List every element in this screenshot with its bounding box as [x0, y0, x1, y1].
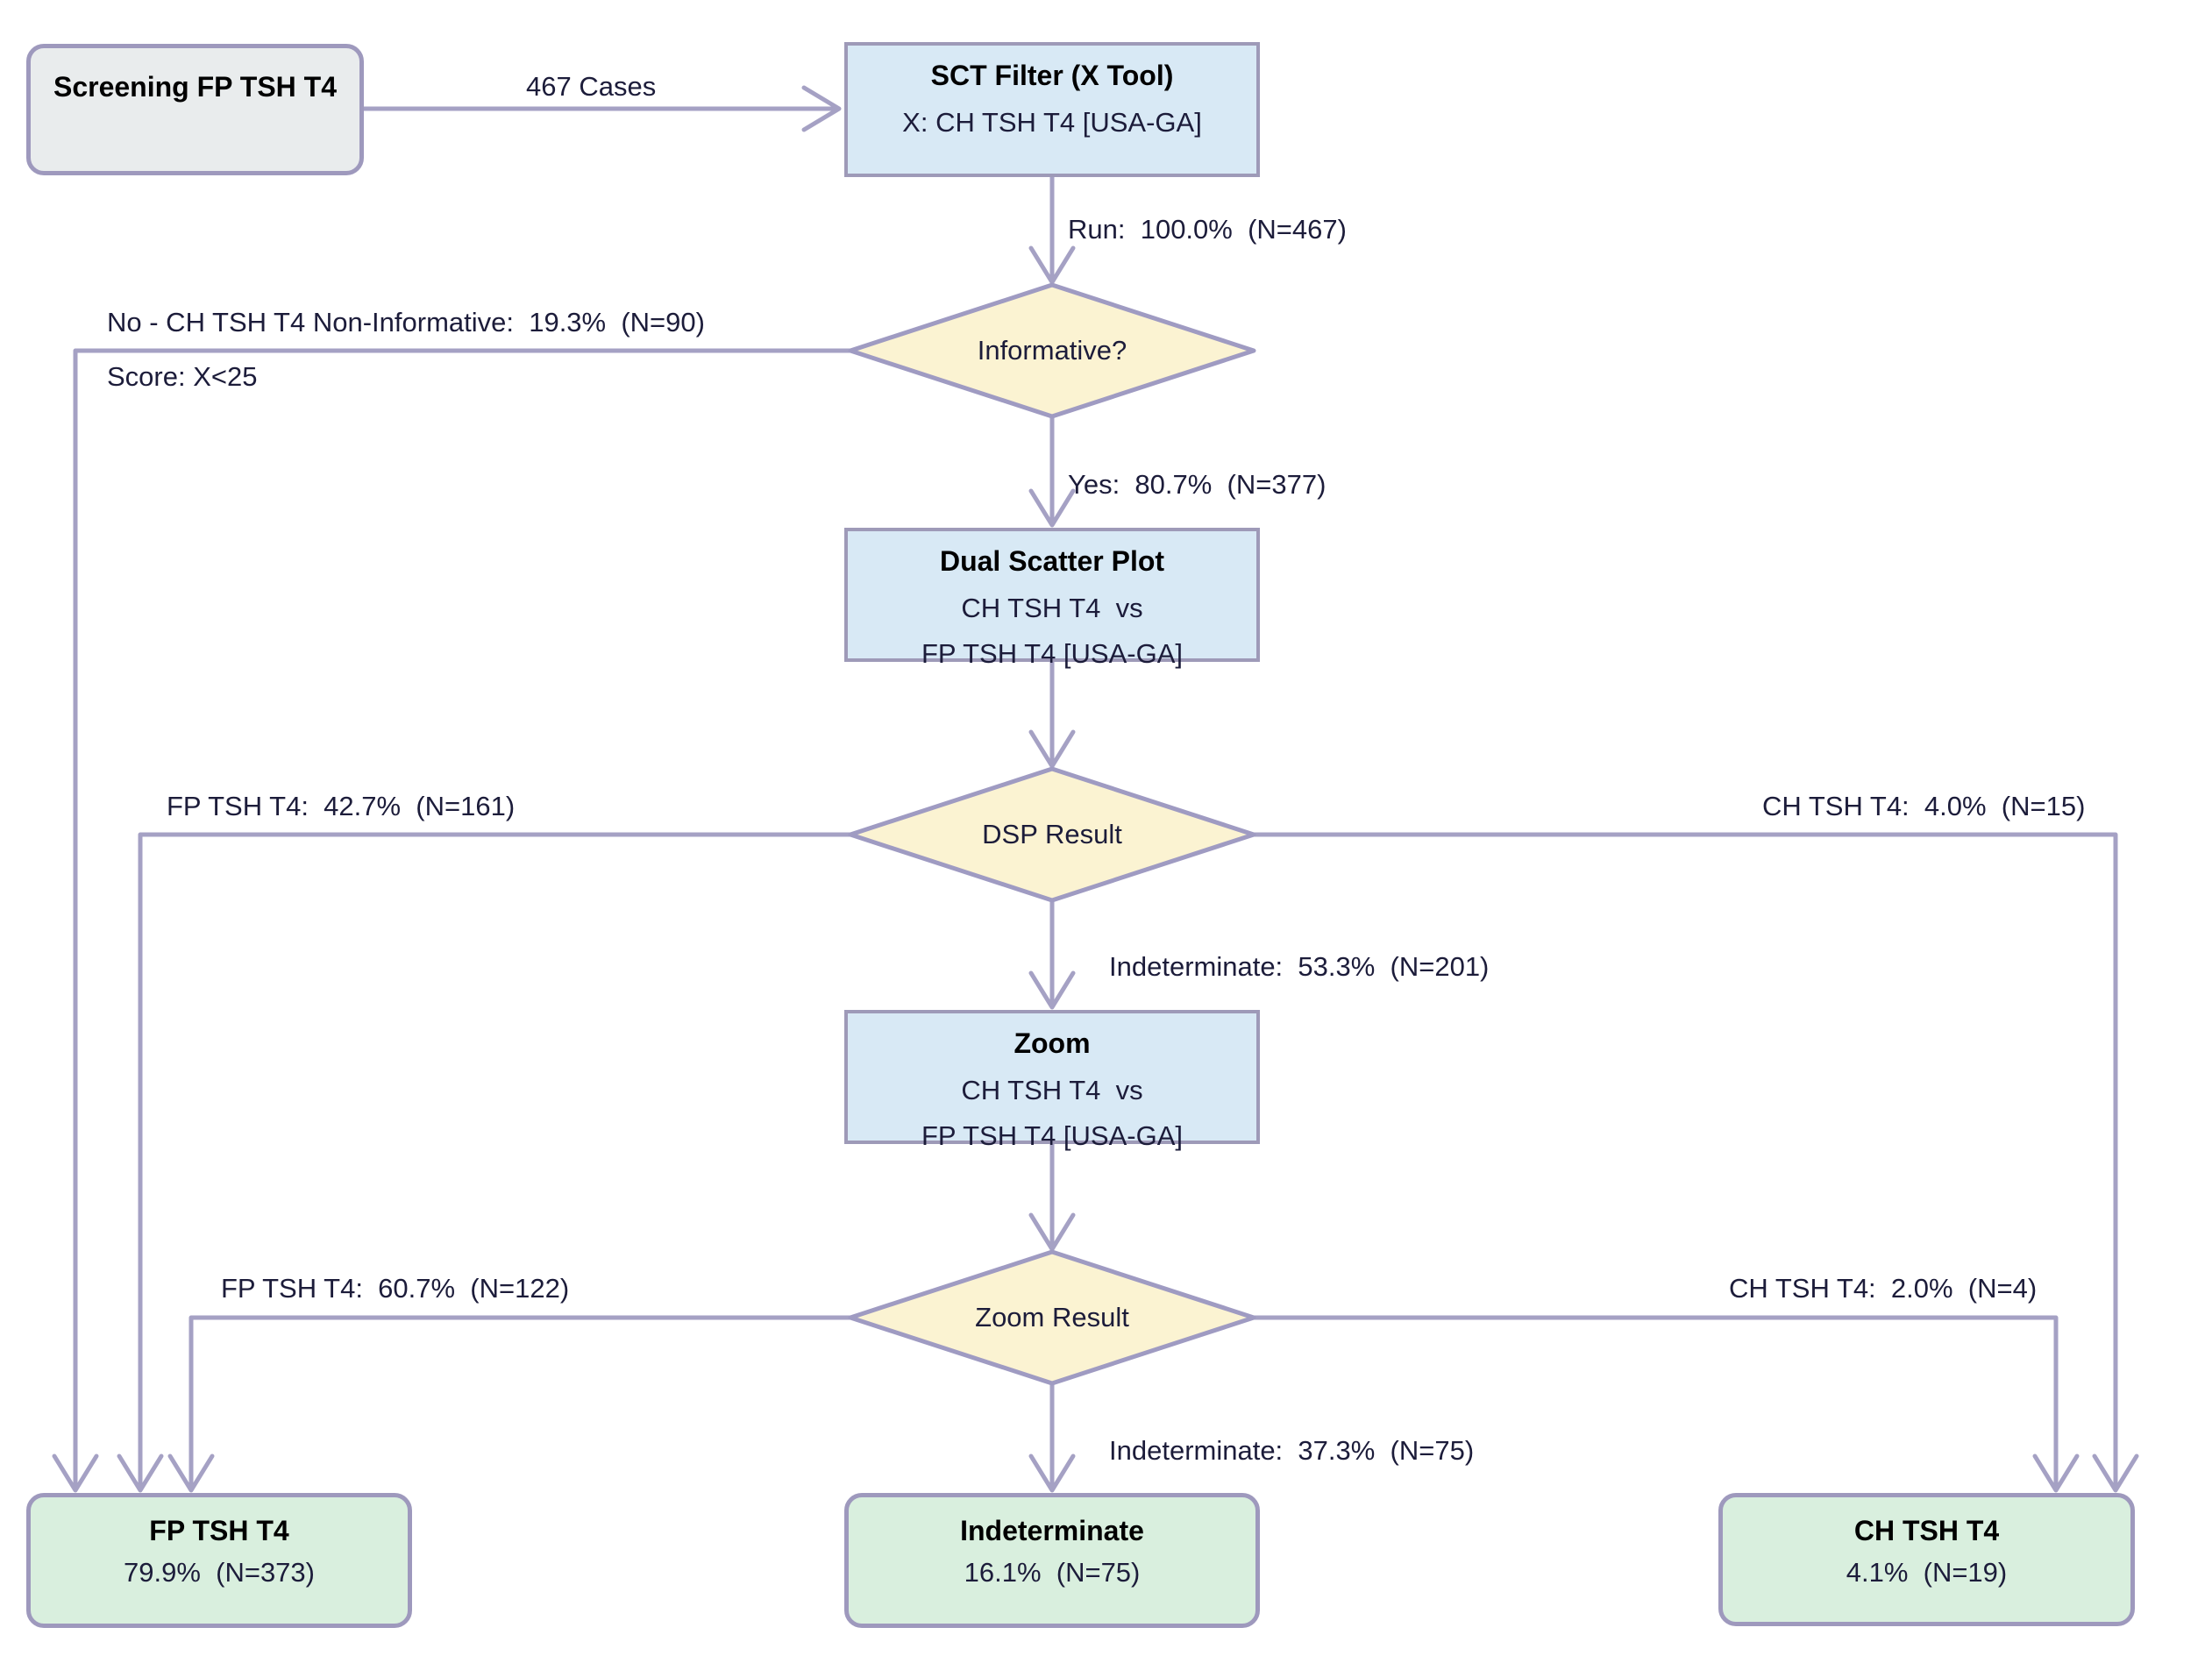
edge-dsp-to-fp [138, 832, 853, 1492]
zoom-node-line3: FP TSH T4 [USA-GA] [921, 1120, 1184, 1151]
decision-diamonds [848, 282, 1256, 1386]
edge-label-dsp-ch: CH TSH T4: 4.0% (N=15) [1762, 791, 2086, 821]
edge-label-no-line2: Score: X<25 [107, 361, 258, 392]
arrowhead-into-dual [1028, 488, 1076, 528]
edge-no-to-fp [73, 348, 853, 1492]
dual-scatter-node: Dual Scatter Plot CH TSH T4 vs FP TSH T4… [844, 528, 1260, 667]
arrowhead-into-informative [1028, 245, 1076, 285]
edge-zoomresult-to-fp [188, 1315, 853, 1492]
arrowhead-into-sct [801, 85, 842, 132]
edge-zoomresult-to-ch [1251, 1315, 2059, 1492]
fp-final-title: FP TSH T4 [149, 1515, 289, 1546]
edge-label-no-line1: No - CH TSH T4 Non-Informative: 19.3% (N… [107, 307, 705, 338]
edge-label-dsp-fp: FP TSH T4: 42.7% (N=161) [167, 791, 516, 821]
edge-label-yes: Yes: 80.7% (N=377) [1068, 469, 1326, 500]
ch-final-node: CH TSH T4 4.1% (N=19) [1718, 1493, 2135, 1626]
arrowhead-into-zoom [1028, 970, 1076, 1010]
start-node: Screening FP TSH T4 [26, 44, 364, 175]
dual-scatter-line3: FP TSH T4 [USA-GA] [921, 638, 1184, 669]
edge-label-dsp-ind: Indeterminate: 53.3% (N=201) [1109, 951, 1490, 982]
fp-final-stat: 79.9% (N=373) [124, 1557, 315, 1588]
ch-final-stat: 4.1% (N=19) [1846, 1557, 2008, 1588]
informative-diamond-label: Informative? [977, 335, 1127, 366]
arrowheads [52, 85, 2139, 1493]
indeterminate-final-stat: 16.1% (N=75) [964, 1557, 1141, 1588]
arrowhead-no-into-fp [52, 1453, 99, 1493]
ch-final-title: CH TSH T4 [1853, 1515, 2000, 1546]
arrowhead-into-zoomresult [1028, 1212, 1076, 1252]
arrowhead-into-indeterminate [1028, 1453, 1076, 1493]
start-node-title: Screening FP TSH T4 [53, 71, 338, 103]
edge-dsp-to-ch [1251, 832, 2118, 1492]
edge-label-zoom-ind: Indeterminate: 37.3% (N=75) [1109, 1435, 1475, 1466]
connector-lines [73, 106, 2118, 1492]
dual-scatter-title: Dual Scatter Plot [939, 545, 1165, 577]
edge-label-zoom-ch: CH TSH T4: 2.0% (N=4) [1729, 1273, 2038, 1304]
sct-filter-title: SCT Filter (X Tool) [930, 60, 1174, 91]
indeterminate-final-node: Indeterminate 16.1% (N=75) [844, 1493, 1260, 1628]
edge-label-zoom-fp: FP TSH T4: 60.7% (N=122) [221, 1273, 570, 1304]
indeterminate-final-title: Indeterminate [960, 1515, 1144, 1546]
zoom-result-diamond [848, 1249, 1256, 1386]
zoom-node: Zoom CH TSH T4 vs FP TSH T4 [USA-GA] [844, 1010, 1260, 1149]
arrowhead-dsp-into-fp [117, 1453, 164, 1493]
zoom-result-diamond-label: Zoom Result [975, 1302, 1129, 1333]
edge-label-run: Run: 100.0% (N=467) [1068, 214, 1347, 245]
arrowhead-zoom-into-fp [167, 1453, 215, 1493]
sct-filter-subtitle: X: CH TSH T4 [USA-GA] [902, 107, 1202, 138]
arrowhead-dsp-into-ch [2092, 1453, 2139, 1493]
fp-final-node: FP TSH T4 79.9% (N=373) [26, 1493, 412, 1628]
arrowhead-into-dspresult [1028, 729, 1076, 769]
edge-label-cases: 467 Cases [526, 71, 657, 102]
dual-scatter-line2: CH TSH T4 vs [961, 593, 1143, 623]
sct-filter-node: SCT Filter (X Tool) X: CH TSH T4 [USA-GA… [844, 42, 1260, 177]
zoom-node-title: Zoom [1014, 1027, 1091, 1059]
zoom-node-line2: CH TSH T4 vs [961, 1075, 1143, 1105]
arrowhead-zoom-into-ch [2032, 1453, 2080, 1493]
informative-diamond [848, 282, 1256, 419]
dsp-result-diamond-label: DSP Result [982, 819, 1122, 849]
dsp-result-diamond [848, 766, 1256, 903]
